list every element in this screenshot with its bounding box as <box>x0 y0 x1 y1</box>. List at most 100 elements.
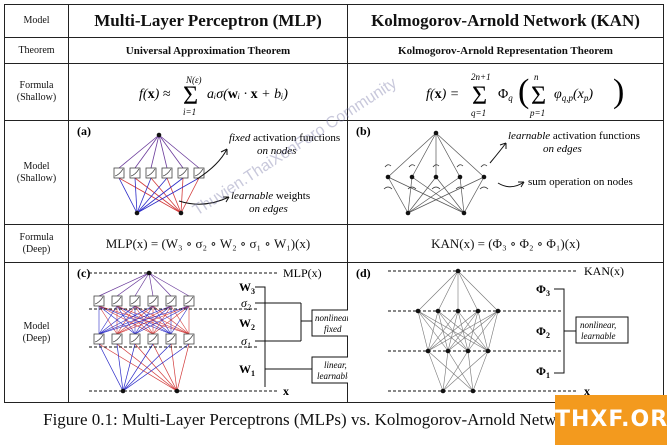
c-hidden-1-5-curve <box>184 334 194 343</box>
mlp-c-box-linear <box>311 356 348 384</box>
c-hidden-0-4-curve <box>166 296 176 305</box>
d-edge-1 <box>467 350 474 392</box>
c-hidden-0-3-curve <box>148 296 158 305</box>
mlp-c-s1: σ1 <box>241 334 251 350</box>
a-hidden-2-box <box>145 167 157 179</box>
d-edge-1 <box>427 350 474 392</box>
c-hidden-0-2-box <box>129 295 141 307</box>
mlp-a-fixed-rest: activation functions <box>250 132 340 144</box>
kan-b-learnable-word: learnable <box>508 130 550 142</box>
c-edge-in <box>122 343 190 392</box>
c-edge-mid <box>98 305 154 335</box>
c-edge-mid <box>170 305 190 335</box>
c-hidden-1-0-box <box>93 333 105 345</box>
mlp-c-W3-sub: 3 <box>251 287 255 296</box>
a-hidden-1-curve <box>130 168 140 177</box>
c-edge-out <box>116 272 150 297</box>
kan-d-out-label: KAN(x) <box>584 264 624 278</box>
a-hidden-0-curve <box>114 168 124 177</box>
d-edge-2 <box>427 310 439 352</box>
kan-d-P2-base: Φ <box>536 324 546 338</box>
b-act-down <box>431 186 441 190</box>
header-model-text: Model <box>23 15 50 26</box>
mlp-c-s2-base: σ <box>241 296 248 310</box>
d-edge-1 <box>442 350 449 392</box>
kan-b-arrow2-head <box>518 181 525 188</box>
kan-b-arrow1-head <box>499 142 507 149</box>
mlp-c-s2-sub: 2 <box>247 303 251 312</box>
c-edge-out <box>148 272 172 297</box>
kan-fs-lhs: f(x) = <box>426 87 459 102</box>
kan-fs-inner-upper: n <box>534 72 539 82</box>
figure-caption: Figure 0.1: Multi-Layer Perceptrons (MLP… <box>43 410 624 429</box>
header-theorem-text: Theorem <box>18 44 55 56</box>
mlp-fs-lhs: f(x) ≈ <box>139 87 171 102</box>
d-edge-2 <box>427 310 459 352</box>
a-edge-in <box>118 177 182 214</box>
c-in-node-1 <box>174 388 180 394</box>
hfs-line1: Formula <box>19 80 54 91</box>
d-edge-2 <box>487 310 499 352</box>
kan-d-P3: Φ3 <box>536 282 550 298</box>
b-act-up <box>432 164 440 168</box>
b-act-up <box>456 164 464 168</box>
mlp-model-deep: (c) MLP(x) x W3 σ2 W2 σ1 W1 <box>68 262 348 403</box>
mlp-fs-upper: N(ε) <box>185 75 202 85</box>
mlp-theorem: Universal Approximation Theorem <box>68 37 348 64</box>
hmd-line1: Model <box>23 320 50 332</box>
header-model: Model <box>4 4 69 38</box>
b-edge-top-1 <box>411 132 437 178</box>
hms-line1: Model <box>23 160 50 172</box>
hfd-line1: Formula <box>19 231 54 243</box>
kan-fs-rparen: ) <box>613 73 624 110</box>
d-edge-2 <box>417 310 429 352</box>
b-act-up <box>408 164 416 168</box>
b-mid-node-2 <box>433 174 439 180</box>
c-hidden-1-3-curve <box>148 334 158 343</box>
a-hidden-0-box <box>113 167 125 179</box>
c-hidden-0-5-curve <box>184 296 194 305</box>
mlp-formula-shallow-svg: f(x) ≈ N(ε) Σ i=1 aᵢσ(wᵢ · x + bᵢ) <box>139 75 288 117</box>
c-hidden-1-4-box <box>165 333 177 345</box>
kan-shallow-network <box>383 130 489 216</box>
a-hidden-5-curve <box>194 168 204 177</box>
kan-d-box-1: nonlinear, <box>580 320 616 330</box>
c-edge-mid <box>134 305 190 335</box>
a-hidden-2-curve <box>146 168 156 177</box>
mlp-fs-rhs: aᵢσ(wᵢ · x + bᵢ) <box>207 87 288 102</box>
d-edge-3 <box>457 270 479 312</box>
b-edge-bot <box>387 176 409 214</box>
c-out-node <box>146 270 152 276</box>
b-edge-bot <box>435 176 465 214</box>
kan-fs-phi: φq,p(xp) <box>554 87 593 103</box>
kan-d-in-label: x <box>584 384 590 398</box>
d-edge-3 <box>417 270 459 312</box>
mlp-c-W1-sub: 1 <box>251 369 255 378</box>
a-out-node <box>156 132 162 138</box>
kan-d-P1-sub: 1 <box>546 371 550 380</box>
mlp-c-W2-sub: 2 <box>251 323 255 332</box>
b-edge-top-0 <box>387 132 437 178</box>
mlp-a-learnable-rest: weights <box>273 190 310 202</box>
a-edge-in <box>134 177 138 214</box>
c-hidden-0-2-curve <box>130 296 140 305</box>
a-edge-in <box>136 177 200 214</box>
mlp-shallow-network <box>113 132 205 216</box>
panel-c-label: (c) <box>77 266 90 280</box>
d-edge-1 <box>447 350 474 392</box>
c-edge-mid <box>98 305 172 335</box>
d-edge-3 <box>437 270 459 312</box>
c-edge-in <box>176 343 190 392</box>
header-model-shallow: Model(Shallow) <box>4 120 69 225</box>
b-top-node <box>433 130 439 136</box>
mlp-c-W3-base: W <box>239 280 251 294</box>
mlp-c-box-nonlinear <box>311 309 348 337</box>
kan-formula-deep: KAN(x) = (Φ₃ ∘ Φ₂ ∘ Φ₁)(x) <box>347 224 664 263</box>
a-hidden-3-curve <box>162 168 172 177</box>
b-mid-node-1 <box>409 174 415 180</box>
mlp-a-fixed-word: fixed <box>229 132 251 144</box>
b-edge-top-4 <box>435 132 485 178</box>
kan-fs-lower: q=1 <box>471 108 486 118</box>
a-edge-out <box>118 134 160 169</box>
